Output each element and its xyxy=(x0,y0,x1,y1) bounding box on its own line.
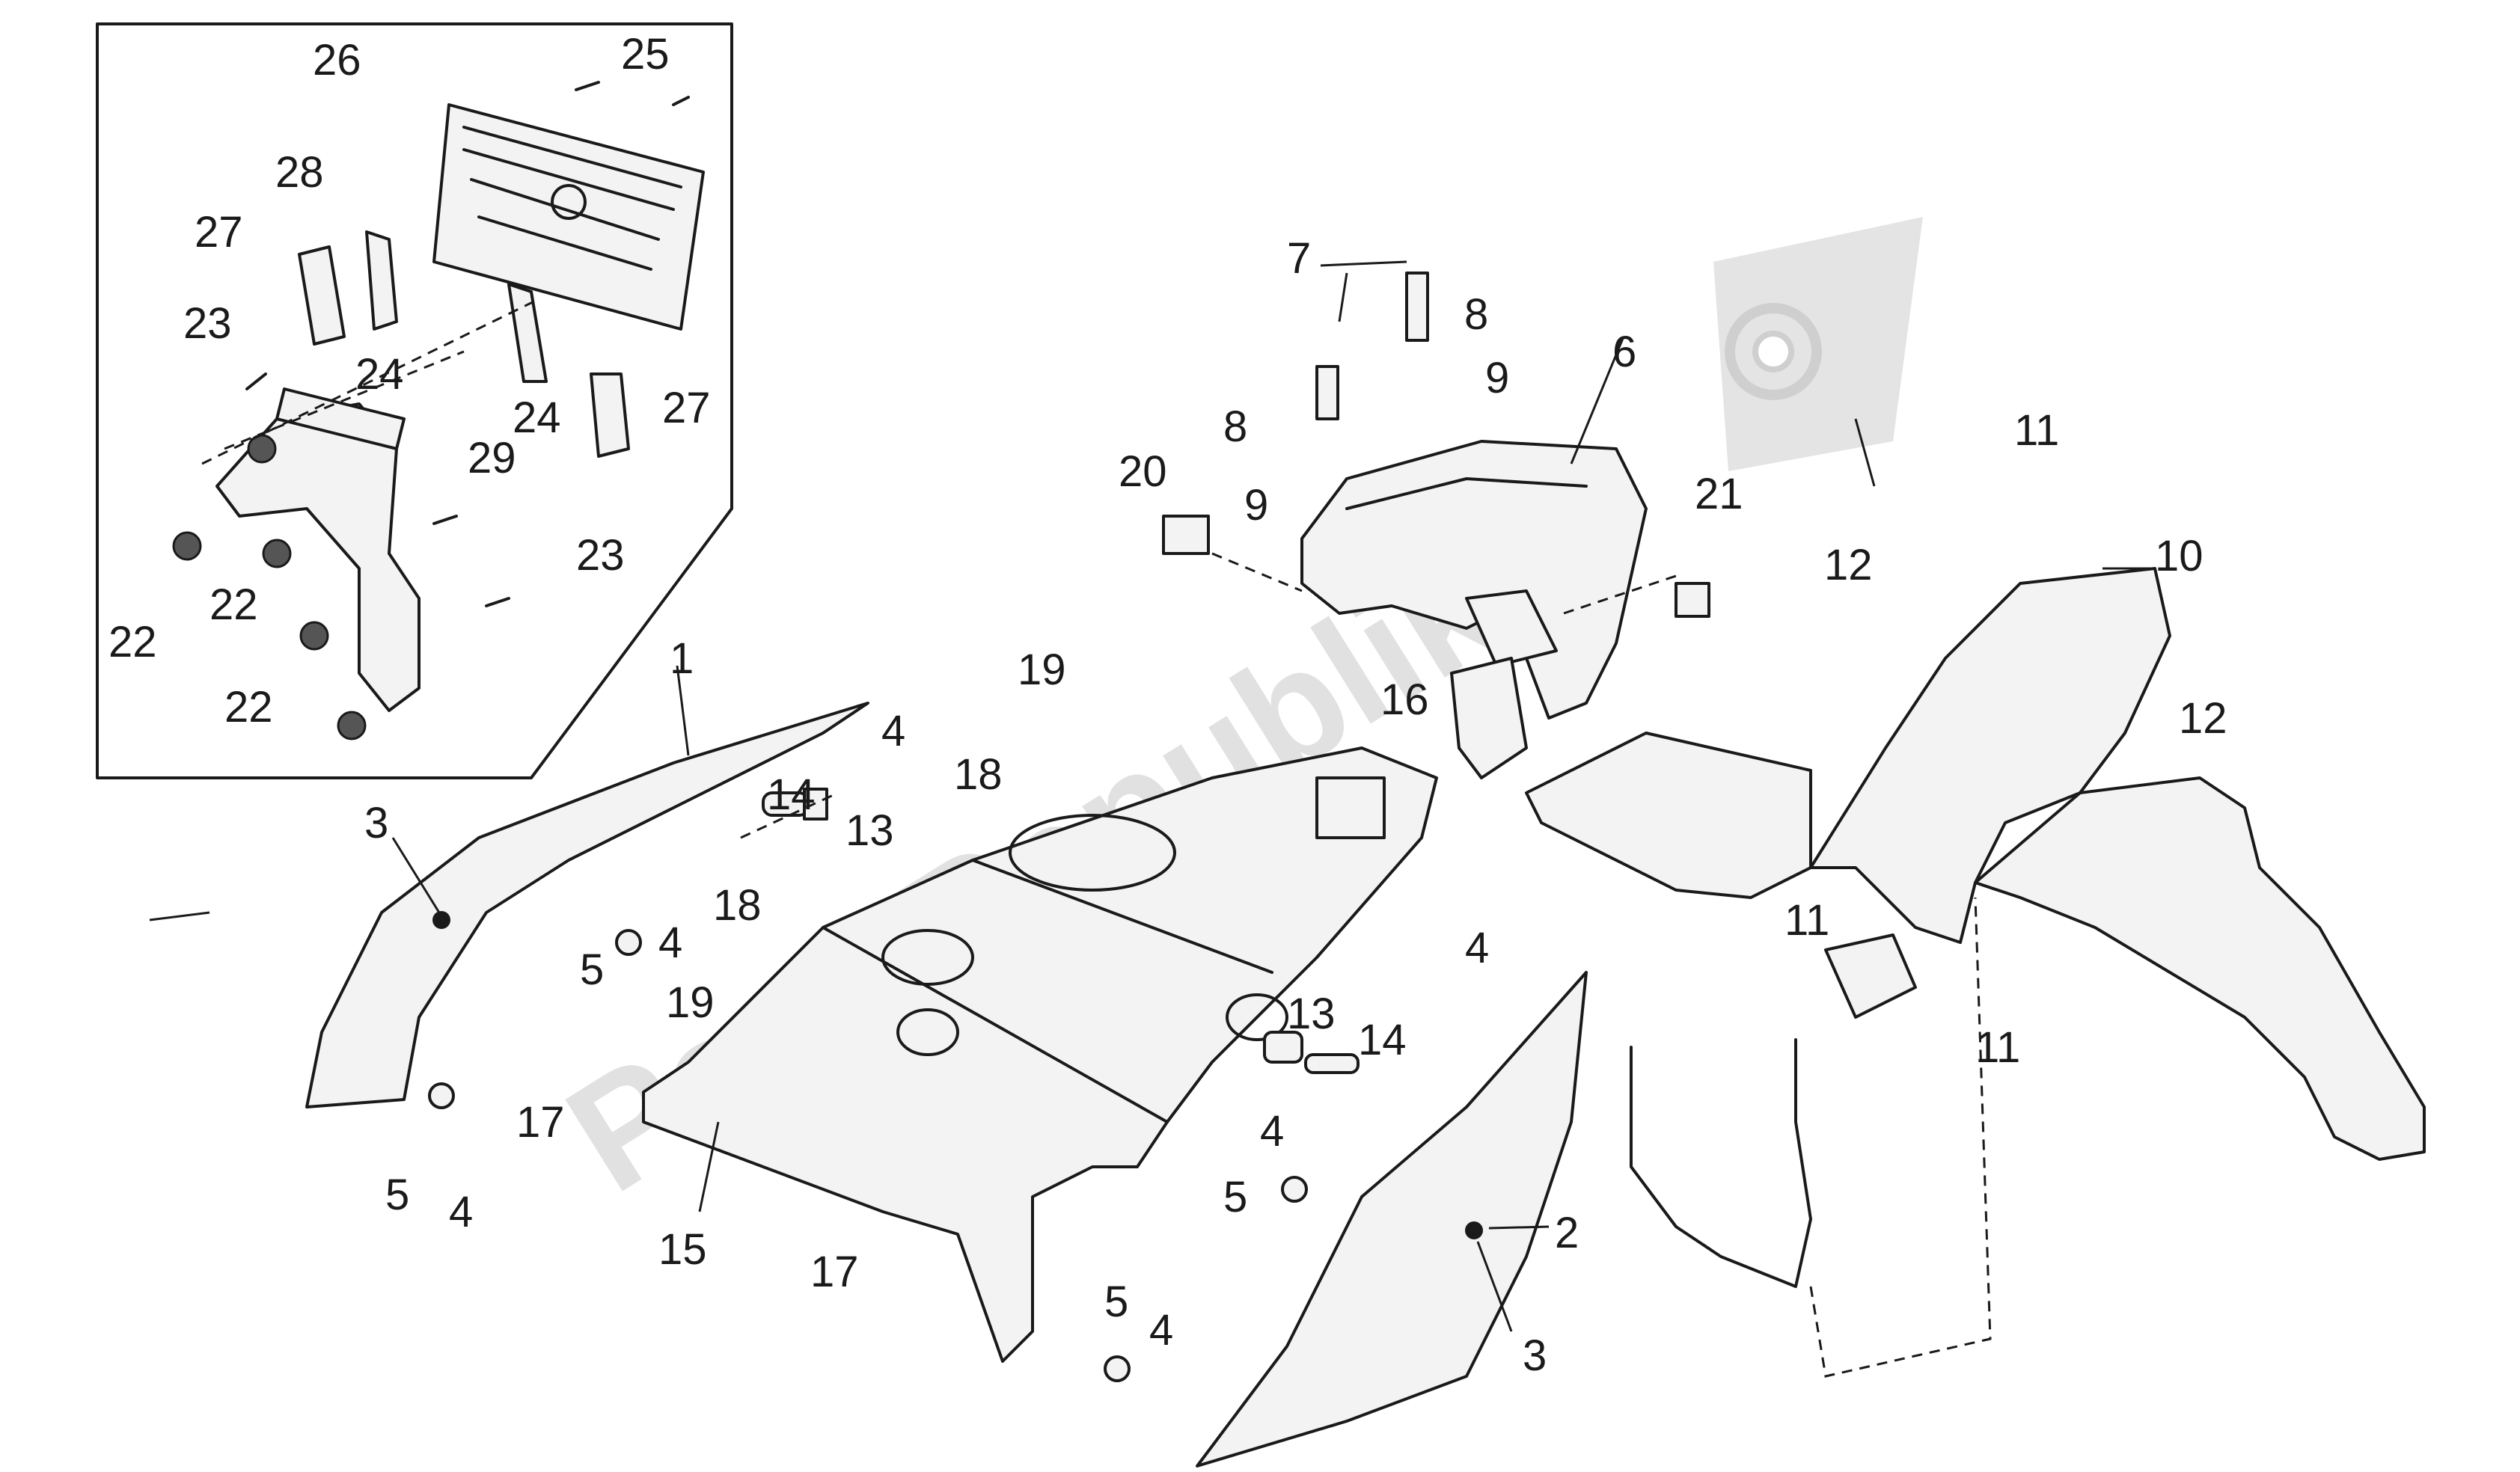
callout-11: 11 xyxy=(2014,406,2059,455)
callout-11: 11 xyxy=(1785,896,1829,945)
reflector-strips xyxy=(298,230,630,458)
right-side-panel xyxy=(1196,971,1588,1468)
license-plate-bracket xyxy=(432,103,705,331)
rear-undertray xyxy=(642,746,1438,1363)
callout-20: 20 xyxy=(1119,447,1167,496)
electrical-module xyxy=(1450,657,1917,1019)
callout-28: 28 xyxy=(275,148,324,197)
license-plate-holder-inset xyxy=(96,22,733,779)
callout-21: 21 xyxy=(1695,470,1743,518)
callout-3: 3 xyxy=(364,799,388,847)
callout-15: 15 xyxy=(658,1225,707,1274)
callout-27: 27 xyxy=(662,384,711,432)
callout-8: 8 xyxy=(1464,290,1488,339)
callout-4: 4 xyxy=(1465,924,1489,972)
callout-2: 2 xyxy=(1555,1209,1579,1257)
callout-4: 4 xyxy=(1149,1306,1173,1355)
callout-4: 4 xyxy=(1260,1107,1284,1156)
callout-29: 29 xyxy=(468,434,516,482)
callout-18: 18 xyxy=(954,750,1003,799)
callout-12: 12 xyxy=(2179,694,2227,743)
callout-22: 22 xyxy=(210,580,258,629)
mounting-bracket xyxy=(215,387,420,712)
callout-12: 12 xyxy=(1824,541,1873,589)
callout-5: 5 xyxy=(1104,1278,1128,1326)
callout-3: 3 xyxy=(1523,1331,1547,1380)
callout-labels: 1 2 3 3 4 4 4 4 4 4 5 5 5 5 6 7 8 8 9 9 … xyxy=(108,30,2227,1380)
callout-6: 6 xyxy=(1612,328,1636,376)
tail-fairing xyxy=(1809,567,2426,1161)
callout-13: 13 xyxy=(1287,990,1336,1038)
callout-4: 4 xyxy=(449,1188,473,1236)
callout-8: 8 xyxy=(1223,402,1247,451)
callout-9: 9 xyxy=(1485,354,1509,402)
gear-watermark-icon xyxy=(1713,217,1923,471)
callout-5: 5 xyxy=(1223,1173,1247,1221)
alignment-lines xyxy=(740,552,1677,839)
callout-19: 19 xyxy=(1018,645,1066,694)
callout-5: 5 xyxy=(580,945,604,994)
callout-24: 24 xyxy=(513,393,561,442)
callout-9: 9 xyxy=(1244,481,1268,530)
callout-23: 23 xyxy=(183,299,232,348)
left-side-panel xyxy=(305,702,869,1108)
callout-7: 7 xyxy=(1287,234,1311,283)
callout-5: 5 xyxy=(385,1171,409,1219)
callout-14: 14 xyxy=(1358,1016,1407,1064)
callout-17: 17 xyxy=(516,1098,565,1147)
callout-14: 14 xyxy=(767,770,816,819)
callout-17: 17 xyxy=(810,1248,859,1296)
callout-26: 26 xyxy=(313,36,361,85)
callout-1: 1 xyxy=(670,634,694,683)
screws-inset xyxy=(245,81,690,607)
callout-19: 19 xyxy=(666,978,715,1027)
callout-24: 24 xyxy=(355,350,404,399)
grab-handle xyxy=(1300,440,1648,720)
callout-16: 16 xyxy=(1380,675,1429,724)
nuts xyxy=(172,434,367,740)
callout-4: 4 xyxy=(658,919,682,967)
callout-27: 27 xyxy=(195,208,243,257)
callout-10: 10 xyxy=(2155,532,2204,580)
callout-25: 25 xyxy=(621,30,670,79)
fasteners xyxy=(428,272,1710,1382)
callout-23: 23 xyxy=(576,531,625,580)
callout-18: 18 xyxy=(713,881,762,930)
rear-bracket xyxy=(1630,897,1992,1378)
callout-22: 22 xyxy=(108,618,157,666)
callout-13: 13 xyxy=(845,806,894,855)
callout-22: 22 xyxy=(224,683,273,732)
callout-11: 11 xyxy=(1975,1023,2020,1072)
leader-lines xyxy=(149,260,2155,1332)
callout-4: 4 xyxy=(881,707,905,755)
